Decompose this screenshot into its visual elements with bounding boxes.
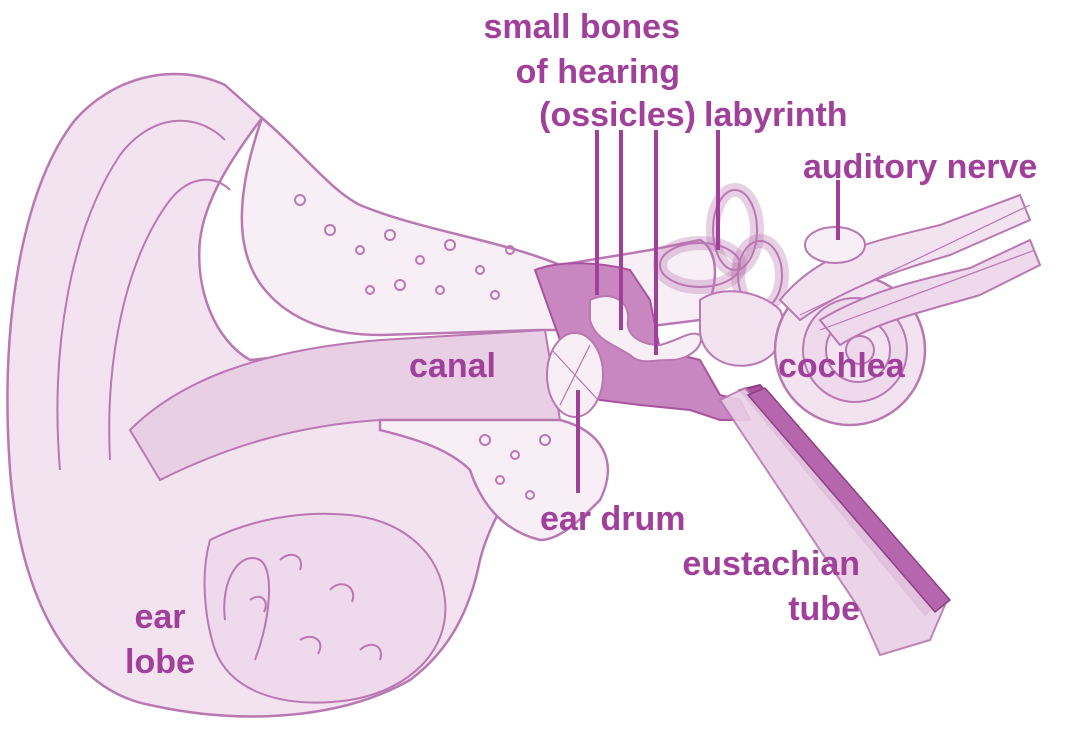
- label-ear-drum: ear drum: [540, 500, 686, 538]
- label-ear-lobe-line2: lobe: [110, 643, 210, 681]
- label-ossicles-line1: small bones: [470, 8, 680, 46]
- label-ear-lobe-line1: ear: [110, 598, 210, 636]
- label-ossicles-line2: of hearing: [470, 53, 680, 91]
- label-auditory-nerve: auditory nerve: [803, 148, 1037, 186]
- label-canal: canal: [409, 347, 496, 385]
- ear-lobe-shape: [205, 514, 446, 703]
- vestibule: [700, 291, 784, 365]
- label-eustachian-line2: tube: [660, 590, 860, 628]
- label-labyrinth: labyrinth: [704, 96, 848, 134]
- label-ossicles-line3: (ossicles): [470, 96, 696, 134]
- label-eustachian-line1: eustachian: [660, 545, 860, 583]
- label-cochlea: cochlea: [778, 347, 905, 385]
